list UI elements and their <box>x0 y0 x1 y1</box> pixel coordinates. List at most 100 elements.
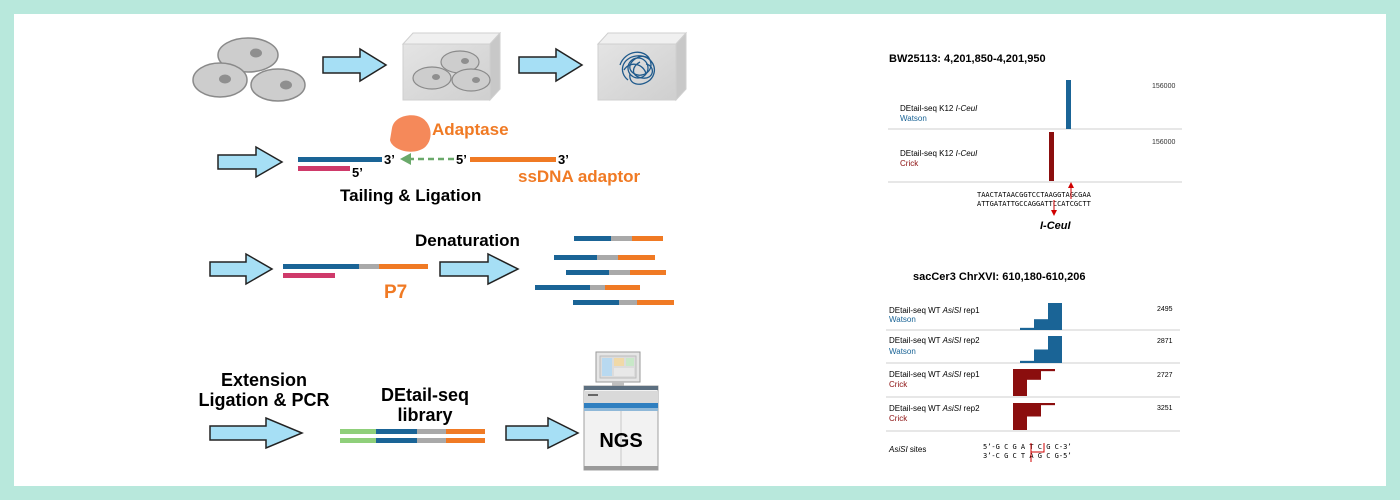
cell-nucleus <box>250 48 262 58</box>
strand-label-watson: Watson <box>889 315 916 324</box>
watson-peak <box>1066 80 1071 129</box>
site-label: I-CeuI <box>1040 220 1072 232</box>
coverage-bar <box>1034 349 1041 363</box>
coverage-bar <box>1034 403 1041 417</box>
ssdna-adaptor-label: ssDNA adaptor <box>518 167 641 186</box>
cell-nucleus <box>280 80 292 90</box>
process-arrow <box>209 416 304 450</box>
track-label: DEtail-seq WT AsiSI rep1 <box>889 306 980 315</box>
denatured-strands <box>535 236 674 305</box>
track-panel-1-title: BW25113: 4,201,850-4,201,950 <box>889 53 1046 65</box>
denaturation-label: Denaturation <box>415 231 520 250</box>
coverage-bar <box>1041 349 1048 363</box>
coverage-bar <box>1055 336 1062 363</box>
sites-label: AsiSI sites <box>888 445 926 454</box>
track-panel-1: DEtail-seq K12 I-CeuI Watson 156000 DEta… <box>888 80 1182 232</box>
library-label: DEtail-seq <box>381 385 469 405</box>
coverage-bar <box>1020 327 1027 330</box>
strand-label-watson: Watson <box>889 347 916 356</box>
agarose-plug-with-dna <box>596 31 688 102</box>
coverage-bar <box>1048 336 1055 363</box>
track-scale: 2727 <box>1157 372 1173 379</box>
track-scale: 156000 <box>1152 139 1175 146</box>
coverage-bar <box>1034 369 1041 380</box>
coverage-bar <box>1055 303 1062 330</box>
free-cells-illustration <box>192 37 306 102</box>
coverage-bar <box>1034 319 1041 330</box>
track-label: DEtail-seq WT AsiSI rep2 <box>889 336 980 345</box>
sequencer-machine: NGS <box>583 351 659 471</box>
library-label-line2: library <box>397 405 452 425</box>
sequence-bottom: ATTGATATTGCCAGGATTCCATCGCTT <box>977 200 1092 208</box>
dna-segment-gray <box>359 264 379 269</box>
process-arrow <box>518 47 584 83</box>
coverage-bar <box>1048 369 1055 372</box>
three-prime-label: 3’ <box>558 152 569 167</box>
coverage-bar <box>1020 360 1027 363</box>
process-arrow <box>439 252 520 286</box>
coverage-bar <box>1020 403 1027 430</box>
ngs-label: NGS <box>599 430 642 452</box>
library-molecule <box>340 429 485 443</box>
sequence-top: TAACTATAACGGTCCTAAGGTAGCGAA <box>977 191 1092 199</box>
dna-strand-blue <box>298 157 382 162</box>
track-scale: 2871 <box>1157 338 1173 345</box>
coverage-bar <box>1048 303 1055 330</box>
dna-segment-pink <box>283 273 335 278</box>
dna-segment-orange <box>379 264 428 269</box>
p7-label: P7 <box>384 282 407 303</box>
crick-peak <box>1049 132 1054 181</box>
coverage-bar <box>1027 403 1034 417</box>
coverage-profiles <box>1013 303 1062 430</box>
strand-label-crick: Crick <box>900 159 919 168</box>
cell <box>217 37 279 73</box>
coverage-bar <box>1048 403 1055 406</box>
track-label: DEtail-seq WT AsiSI rep2 <box>889 404 980 413</box>
coverage-bar <box>1013 369 1020 396</box>
figure-panel <box>14 14 1386 486</box>
process-arrow <box>505 416 580 450</box>
genomic-dna-tangle <box>619 51 655 85</box>
five-prime-label: 5’ <box>352 165 363 180</box>
three-prime-label: 3’ <box>384 152 395 167</box>
process-arrow <box>322 47 388 83</box>
cut-site-marker-top <box>1068 182 1074 188</box>
track-scale: 156000 <box>1152 83 1175 90</box>
sequence-top: 5’-G C G A T C G C-3’ <box>983 443 1072 451</box>
track-scale: 2495 <box>1157 306 1173 313</box>
coverage-bar <box>1041 319 1048 330</box>
track-scale: 3251 <box>1157 405 1173 412</box>
strand-label-crick: Crick <box>889 380 908 389</box>
adaptase-enzyme-shape <box>390 115 431 152</box>
track-label: DEtail-seq K12 I-CeuI <box>900 104 978 113</box>
five-prime-label: 5’ <box>456 152 467 167</box>
agarose-plug-with-cells <box>401 31 502 102</box>
dna-strand-pink <box>298 166 350 171</box>
track-panel-2-title: sacCer3 ChrXVI: 610,180-610,206 <box>913 271 1085 283</box>
track-label: DEtail-seq WT AsiSI rep1 <box>889 370 980 379</box>
coverage-bar <box>1027 327 1034 330</box>
dna-segment-blue <box>283 264 359 269</box>
coverage-bar <box>1013 403 1020 430</box>
process-arrow <box>217 145 284 179</box>
process-arrow <box>209 252 274 286</box>
adaptase-label: Adaptase <box>432 120 509 139</box>
cut-site-bracket <box>1030 443 1045 453</box>
track-label: DEtail-seq K12 I-CeuI <box>900 149 978 158</box>
coverage-bar <box>1027 360 1034 363</box>
coverage-bar <box>1041 403 1048 406</box>
cell-nucleus <box>219 74 231 84</box>
dna-adaptor-orange <box>470 157 556 162</box>
sequence-bottom: 3’-C G C T A G C G-5’ <box>983 452 1072 460</box>
ligation-arrowhead <box>400 153 411 165</box>
cut-site-marker-bottom <box>1051 210 1057 216</box>
tailing-ligation-label: Tailing & Ligation <box>340 186 481 205</box>
track-panel-2: DEtail-seq WT AsiSI rep1 Watson 2495 DEt… <box>886 303 1180 462</box>
coverage-bar <box>1020 369 1027 396</box>
coverage-bar <box>1041 369 1048 372</box>
coverage-bar <box>1027 369 1034 380</box>
ligation-pcr-label: Ligation & PCR <box>199 390 330 410</box>
strand-label-watson: Watson <box>900 114 927 123</box>
strand-label-crick: Crick <box>889 414 908 423</box>
